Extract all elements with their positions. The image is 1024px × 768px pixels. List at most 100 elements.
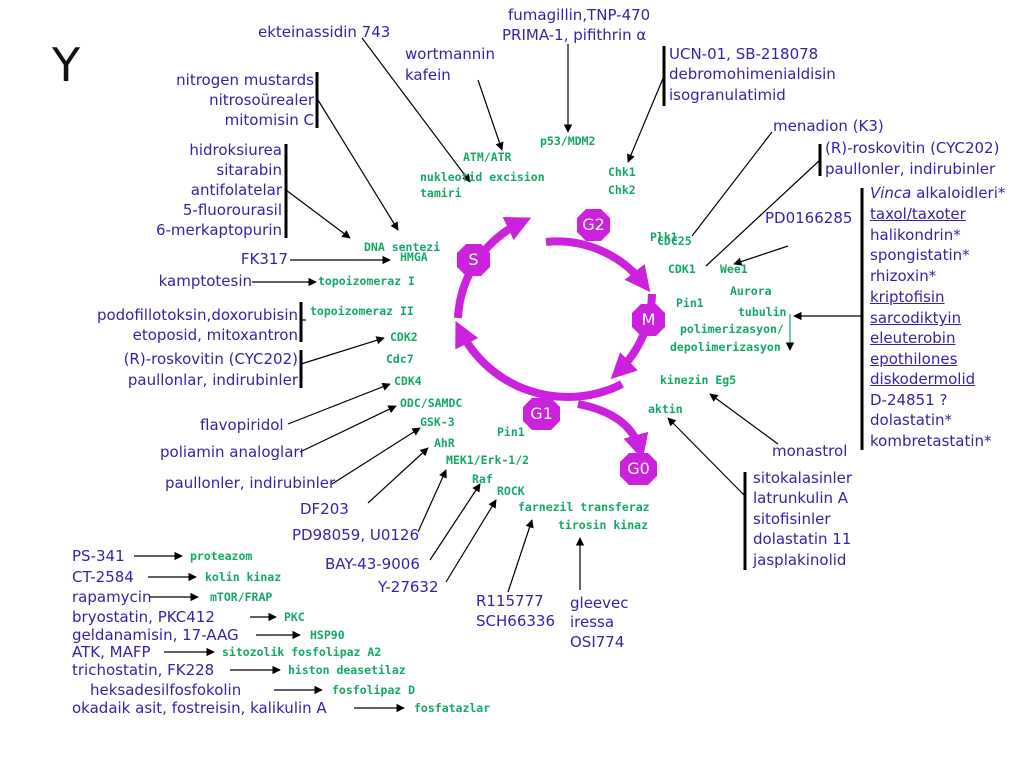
target-topo2: topoizomeraz II [310, 304, 414, 318]
drug-sitokalasinler: sitokalasinler [753, 469, 853, 487]
drug-paullonler-low: paullonler, indirubinler [165, 474, 336, 492]
target-gsk3: GSK-3 [420, 415, 455, 429]
target-plk1: Plk1 [650, 230, 678, 244]
drug-ucn01: UCN-01, SB-218078 [669, 45, 819, 63]
drug-rhizoxin: rhizoxin* [870, 267, 937, 285]
bottom-drug: okadaik asit, fostreisin, kalikulin A [72, 699, 327, 717]
bottom-target: mTOR/FRAP [210, 590, 273, 604]
drug-fluorourasil: 5-fluorourasil [182, 201, 282, 219]
bottom-target: histon deasetilaz [288, 663, 406, 677]
drug-flavopiridol: flavopiridol [200, 416, 284, 434]
drug-dolastatin: dolastatin* [870, 411, 953, 429]
target-wee1: Wee1 [720, 262, 748, 276]
drug-podofillotoksin: podofillotoksin,doxorubisin [96, 306, 298, 324]
phase-g2-octagon [577, 209, 610, 241]
target-tirosin: tirosin kinaz [558, 518, 649, 532]
drug-paullonler-top: paullonler, indirubinler [825, 160, 996, 178]
phase-s-label: S [468, 250, 479, 269]
target-topo1: topoizomeraz I [318, 274, 415, 288]
drug-vinca: Vinca alkaloidleri* [870, 186, 1005, 201]
drug-nitrosourealer: nitrosoürealer [209, 91, 314, 109]
connector-arrows [134, 37, 862, 713]
drug-wortmannin: wortmannin [405, 45, 495, 63]
drug-kriptofisin: kriptofisin [870, 288, 945, 306]
target-kinezin: kinezin Eg5 [660, 373, 737, 387]
drug-eleuterobin: eleuterobin [870, 329, 956, 347]
cycle-arrows [454, 217, 656, 460]
target-cdk4: CDK4 [394, 374, 422, 388]
drug-mitomisin: mitomisin C [224, 111, 314, 129]
drug-vinca-word: Vinca [870, 184, 912, 202]
bottom-drug: ATK, MAFP [72, 643, 151, 661]
bottom-drug: trichostatin, FK228 [72, 661, 215, 679]
drug-roskovitin-left: (R)-roskovitin (CYC202) [123, 350, 298, 368]
phase-m-label: M [641, 310, 656, 329]
bottom-drug: geldanamisin, 17-AAG [72, 626, 239, 644]
bottom-drug: bryostatin, PKC412 [72, 608, 215, 626]
drug-kafein: kafein [405, 66, 451, 84]
bottom-target: sitozolik fosfolipaz A2 [222, 645, 382, 659]
drug-pd98059: PD98059, U0126 [292, 526, 420, 544]
bottom-target: PKC [284, 610, 305, 624]
target-cdk1: CDK1 [668, 262, 696, 276]
drug-fumagillin: fumagillin,TNP-470 [508, 6, 651, 24]
drug-debromohimenialdisin: debromohimenialdisin [669, 65, 836, 83]
drug-sitofisinler: sitofisinler [753, 510, 831, 528]
target-mek: MEK1/Erk-1/2 [446, 453, 530, 467]
target-nukleotid: nukleotid excision [420, 170, 545, 184]
alpha-symbol: α [636, 26, 647, 44]
drug-isogranulatimid: isogranulatimid [669, 86, 786, 104]
drug-monastrol: monastrol [772, 442, 848, 460]
bottom-drug: heksadesilfosfokolin [90, 681, 242, 699]
target-tamiri: tamiri [420, 186, 462, 200]
drug-etoposid: etoposid, mitoxantron [132, 326, 298, 344]
arc-m-to-g1 [610, 293, 656, 380]
drug-epothilones: epothilones [870, 350, 958, 368]
target-cdk2: CDK2 [390, 330, 418, 344]
drug-halikondrin: halikondrin* [870, 226, 961, 244]
inhibitor-bars [284, 46, 864, 570]
target-chk1: Chk1 [608, 165, 636, 179]
drug-jasplakinolid: jasplakinolid [753, 551, 847, 569]
phase-markers [457, 209, 665, 485]
bottom-target: kolin kinaz [205, 570, 282, 584]
target-farnezil: farnezil transferaz [518, 500, 650, 514]
drug-vinca-rest: alkaloidleri* [911, 184, 1006, 202]
target-polimerizasyon: polimerizasyon/ [680, 322, 784, 336]
arc-g2-to-m [545, 237, 651, 293]
bottom-drug: rapamycin [72, 588, 152, 606]
bottom-target: HSP90 [310, 628, 345, 642]
bottom-target: fosfolipaz D [332, 683, 416, 697]
target-cdc7: Cdc7 [386, 352, 414, 366]
drug-osi774: OSI774 [570, 633, 625, 651]
target-chk2: Chk2 [608, 183, 636, 197]
phase-g0-octagon [620, 453, 657, 485]
target-p53: p53/MDM2 [540, 134, 596, 148]
target-aurora: Aurora [730, 284, 772, 298]
target-aktin: aktin [648, 402, 683, 416]
drug-spongistatin: spongistatin* [870, 246, 970, 264]
bottom-drug: CT-2584 [72, 568, 134, 586]
drug-roskovitin-top: (R)-roskovitin (CYC202) [825, 139, 1000, 157]
target-atm: ATM/ATR [463, 150, 512, 164]
bottom-target: proteazom [190, 549, 253, 563]
drug-bay: BAY-43-9006 [325, 555, 420, 573]
drug-prima-text: PRIMA-1, pifithrin [502, 26, 632, 44]
target-dna: DNA sentezi [364, 240, 441, 254]
drug-hidroksiurea: hidroksiurea [189, 141, 282, 159]
drug-taxol: taxol/taxoter [870, 205, 966, 223]
drug-gleevec: gleevec [570, 594, 629, 612]
drug-merkaptopurin: 6-merkaptopurin [155, 221, 282, 239]
drug-pd0166285: PD0166285 [765, 209, 853, 227]
phase-g1-octagon [523, 398, 560, 430]
drug-prima: PRIMA-1, pifithrin α [502, 28, 646, 43]
drug-iressa: iressa [570, 613, 615, 631]
drug-df203: DF203 [300, 500, 349, 518]
arc-g1-to-s [455, 320, 624, 401]
drug-sch66336: SCH66336 [476, 612, 555, 630]
target-ahr: AhR [434, 436, 455, 450]
arc-g1-to-g0 [577, 400, 649, 460]
target-rock: ROCK [497, 484, 525, 498]
